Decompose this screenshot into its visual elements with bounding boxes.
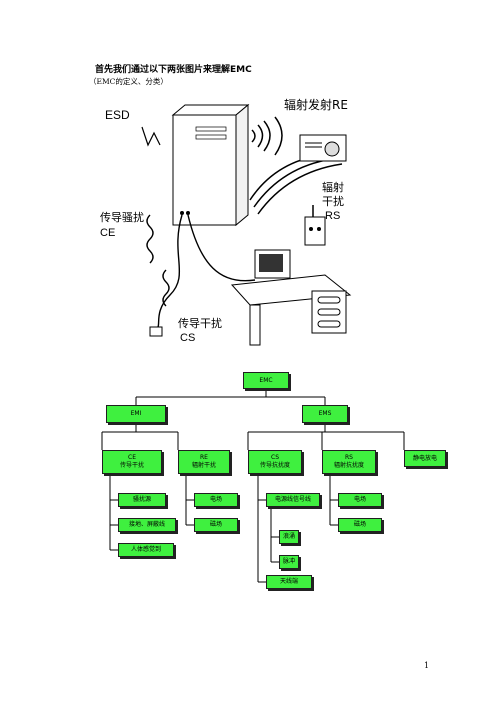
walkie-talkie-icon bbox=[304, 205, 326, 246]
node-rs: RS 辐射抗扰度 bbox=[322, 450, 376, 474]
page-number: 1 bbox=[424, 661, 430, 670]
label-rs-2: 干扰 bbox=[322, 194, 344, 208]
label-rs-3: RS bbox=[325, 210, 340, 222]
node-re-child-2: 磁场 bbox=[194, 518, 238, 532]
node-emi: EMI bbox=[106, 405, 166, 423]
label-ce-2: CE bbox=[100, 227, 115, 239]
node-rs-child-1: 电场 bbox=[338, 493, 382, 507]
node-ce-child-3: 人体感觉到 bbox=[118, 543, 174, 557]
node-ce: CE 传导干扰 bbox=[102, 450, 162, 474]
label-rs-1: 辐射 bbox=[322, 180, 344, 194]
node-re: RE 辐射干扰 bbox=[178, 450, 230, 474]
node-re-child-1: 电场 bbox=[194, 493, 238, 507]
computer-icon bbox=[230, 249, 352, 346]
label-re: 辐射发射RE bbox=[284, 97, 348, 112]
node-cs-child-1: 电源线信号线 bbox=[266, 493, 320, 507]
node-ems: EMS bbox=[302, 405, 348, 423]
label-cs-2: CS bbox=[180, 332, 195, 344]
cables bbox=[146, 214, 256, 328]
node-cs-child-2: 浪涌 bbox=[279, 530, 299, 544]
cabinet-icon bbox=[171, 103, 250, 227]
node-emc: EMC bbox=[243, 372, 289, 389]
node-rs-child-2: 磁场 bbox=[338, 518, 382, 532]
node-cs-child-3: 脉冲 bbox=[279, 555, 299, 569]
node-cs: CS 传导抗扰度 bbox=[248, 450, 302, 474]
label-esd: ESD bbox=[105, 108, 130, 122]
radio-icon bbox=[299, 134, 347, 162]
label-cs-1: 传导干扰 bbox=[178, 316, 222, 330]
node-ce-child-2: 接地、屏蔽线 bbox=[118, 518, 176, 532]
node-cs-child-4: 天线端 bbox=[266, 575, 312, 589]
page-heading: 首先我们通过以下两张图片来理解EMC bbox=[95, 65, 252, 75]
emc-illustration: ESD 辐射发射RE 辐射 干扰 RS 传导骚扰 CE 传导干扰 CS bbox=[100, 97, 352, 346]
label-ce-1: 传导骚扰 bbox=[100, 210, 144, 224]
esd-lightning-icon bbox=[141, 126, 161, 147]
node-esd: 静电放电 bbox=[404, 450, 446, 467]
page-subheading: （EMC的定义、分类） bbox=[89, 77, 168, 86]
plug-icon bbox=[149, 326, 163, 337]
node-ce-child-1: 骚扰源 bbox=[118, 493, 166, 507]
